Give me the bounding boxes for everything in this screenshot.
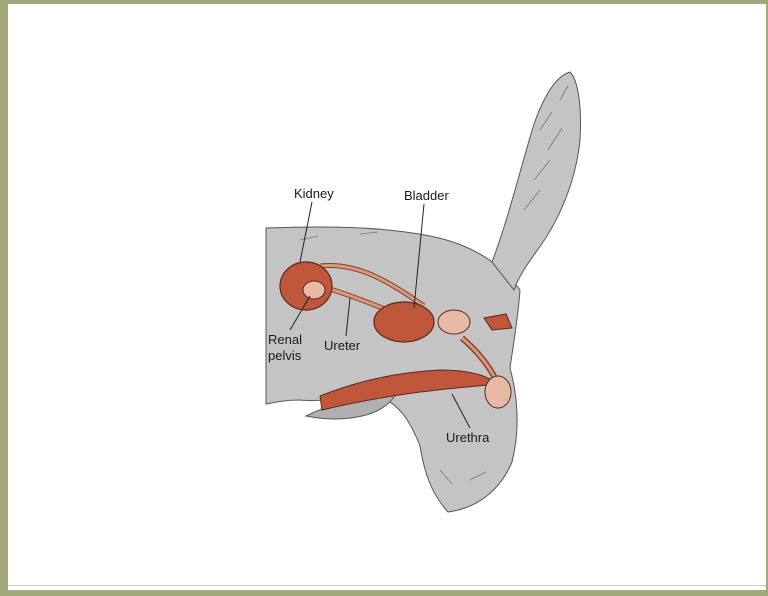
pelvis-label: pelvis — [268, 348, 302, 363]
bladder-shape — [374, 302, 434, 342]
gland-shape — [485, 376, 511, 408]
renal-label: Renal — [268, 332, 302, 347]
tail — [492, 72, 581, 290]
kidney-label: Kidney — [294, 186, 334, 201]
bladder-label: Bladder — [404, 188, 449, 203]
ureter-label: Ureter — [324, 338, 361, 353]
renal-pelvis-shape — [303, 281, 325, 299]
bladder-neck — [438, 310, 470, 334]
urethra-label: Urethra — [446, 430, 490, 445]
